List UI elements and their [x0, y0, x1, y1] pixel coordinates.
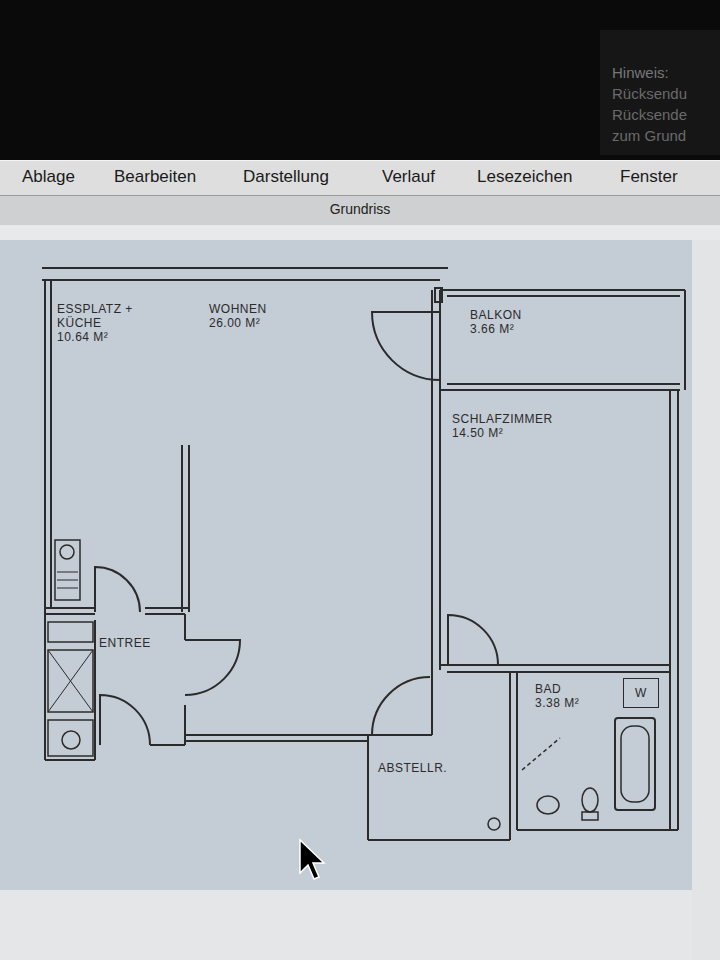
- background-text: zum Grund: [612, 127, 686, 144]
- room-name: ESSPLATZ + KÜCHE: [57, 302, 152, 330]
- menu-item: Ablage: [22, 167, 75, 187]
- background-text: Rücksende: [612, 106, 687, 123]
- room-name: SCHLAFZIMMER: [452, 412, 674, 426]
- room-area-value: 3.38 M²: [535, 696, 615, 710]
- room-area-value: 26.00 M²: [209, 316, 436, 330]
- menu-item: Darstellung: [243, 167, 329, 187]
- room-area: ENTREE: [97, 616, 189, 686]
- menu-item: Fenster: [620, 167, 678, 187]
- menu-item: Bearbeiten: [114, 167, 196, 187]
- room-area-value: 14.50 M²: [452, 426, 674, 440]
- room-area: ESSPLATZ + KÜCHE10.64 M²: [52, 282, 180, 606]
- menu-item: Verlauf: [382, 167, 435, 187]
- room-area: SCHLAFZIMMER14.50 M²: [442, 392, 674, 663]
- window-title: Grundriss: [0, 201, 720, 217]
- menu-item: Lesezeichen: [477, 167, 572, 187]
- room-area: WOHNEN26.00 M²: [191, 282, 436, 733]
- plan-ground: [0, 240, 692, 890]
- room-name: W: [635, 686, 647, 700]
- menu-bar: [0, 160, 720, 195]
- walls: [42, 268, 685, 840]
- background-text: Rücksendu: [612, 85, 687, 102]
- background-text: Hinweis:: [612, 64, 669, 81]
- room-area-value: 3.66 M²: [470, 322, 684, 336]
- room-name: BAD: [535, 682, 615, 696]
- room-area: BALKON3.66 M²: [448, 298, 684, 382]
- menu-bar-edge: [0, 160, 720, 161]
- room-name: BALKON: [470, 308, 684, 322]
- window-side: [692, 240, 720, 960]
- room-name: WOHNEN: [209, 302, 436, 316]
- room-area: ABSTELLR.: [370, 743, 514, 838]
- room-area: BAD3.38 M² W: [519, 674, 668, 828]
- appliance-box: W: [623, 678, 659, 708]
- background-window: [600, 30, 720, 155]
- screen-dark-area: [0, 0, 720, 160]
- room-area-value: 10.64 M²: [57, 330, 152, 344]
- window-frame: [0, 225, 720, 240]
- title-bar-edge: [0, 195, 720, 196]
- mouse-cursor: [300, 840, 324, 879]
- room-name: ABSTELLR.: [378, 761, 514, 775]
- room-name: ENTREE: [99, 636, 189, 650]
- window-title-bar: [0, 195, 720, 225]
